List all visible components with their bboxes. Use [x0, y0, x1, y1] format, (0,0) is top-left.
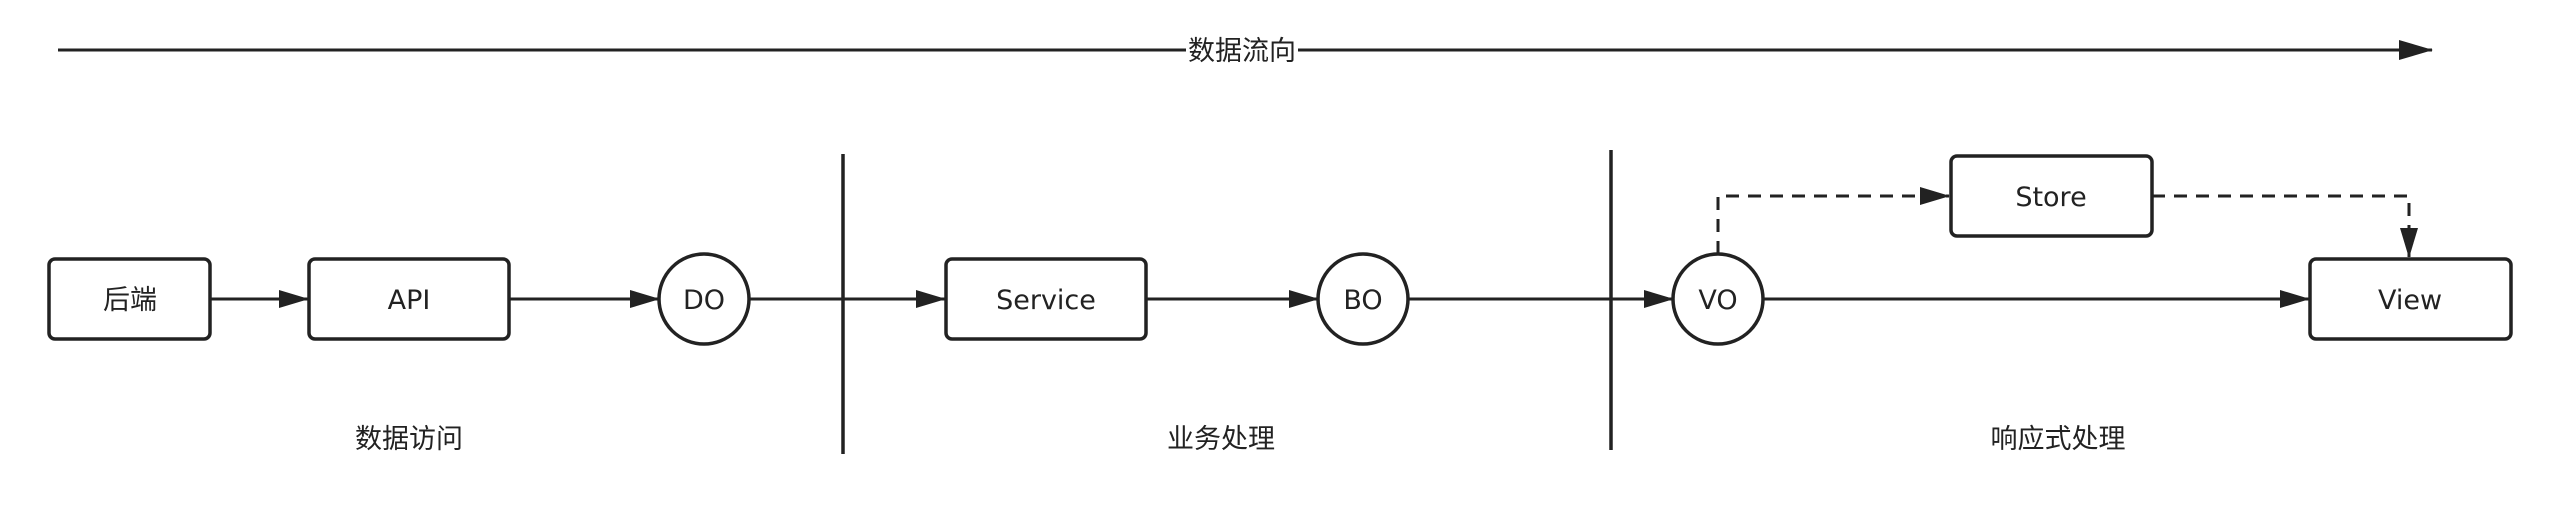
section-label-business: 业务处理	[1167, 424, 1275, 455]
node-bo: BO	[1316, 252, 1410, 346]
node-api-label: API	[388, 285, 431, 316]
node-bo-label: BO	[1343, 285, 1382, 316]
node-store: Store	[1949, 154, 2154, 238]
node-do: DO	[657, 252, 751, 346]
edge-vo-store	[1716, 187, 1950, 254]
flow-direction-label: 数据流向	[1188, 36, 1296, 67]
flow-direction-arrow: 数据流向	[58, 32, 2433, 68]
node-vo-label: VO	[1698, 285, 1737, 316]
section-label-reactive: 响应式处理	[1991, 424, 2126, 455]
node-service: Service	[944, 257, 1148, 341]
node-service-label: Service	[996, 285, 1096, 316]
node-view-label: View	[2378, 285, 2442, 316]
node-backend-label: 后端	[103, 285, 157, 316]
node-api: API	[307, 257, 511, 341]
node-view: View	[2308, 257, 2513, 341]
edge-store-view	[2152, 194, 2418, 258]
node-backend: 后端	[47, 257, 212, 341]
node-store-label: Store	[2015, 182, 2086, 213]
node-vo: VO	[1671, 252, 1765, 346]
section-label-data-access: 数据访问	[355, 424, 463, 455]
node-do-label: DO	[683, 285, 725, 316]
